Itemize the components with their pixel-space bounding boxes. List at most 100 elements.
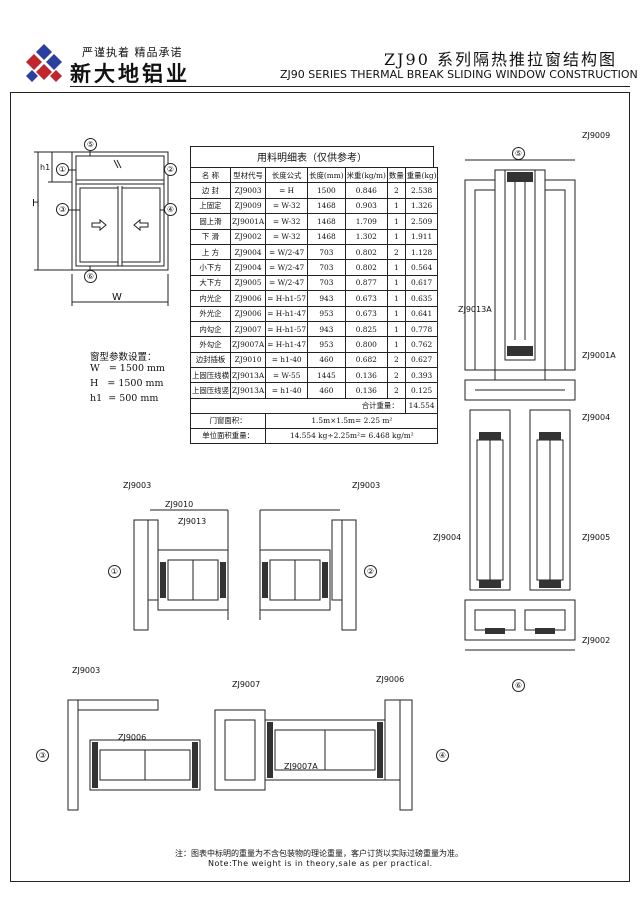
table-cell: 953 [307, 336, 346, 353]
company-name: 新大地铝业 [70, 61, 190, 86]
col-name: 名 称 [190, 166, 231, 184]
col-weight: 重量(kg) [404, 166, 439, 184]
table-cell: 460 [307, 382, 346, 399]
horizontal-section-top-drawing [133, 509, 357, 631]
unit-weight-value: 14.554 kg÷2.25m²= 6.468 kg/m² [265, 427, 439, 444]
table-cell: 0.802 [344, 243, 388, 261]
material-table: 用料明细表（仅供参考） 名 称 型材代号 长度公式 长度(mm) 米重(kg/m… [189, 146, 439, 444]
area-value: 1.5m×1.5m= 2.25 m² [265, 412, 439, 429]
table-cell: 943 [307, 320, 346, 338]
material-table-title: 用料明细表（仅供参考） [190, 146, 434, 167]
section-marker-4: ④ [164, 203, 177, 216]
table-cell: 1500 [307, 182, 346, 199]
section-marker-2: ② [164, 163, 177, 176]
table-cell: 内勾企 [190, 320, 231, 338]
table-cell: 0.673 [344, 290, 388, 307]
table-cell: 固上滑 [190, 213, 231, 230]
table-cell: 0.393 [404, 367, 439, 384]
label-zj9013a: ZJ9013A [458, 305, 492, 314]
table-cell: 大下方 [190, 274, 231, 292]
table-cell: ZJ9013A [229, 382, 267, 399]
table-cell: = W/2-47 [265, 259, 309, 276]
total-label: 合计重量： [190, 397, 406, 414]
table-cell: 小下方 [190, 259, 231, 276]
table-header-row: 名 称 型材代号 长度公式 长度(mm) 米重(kg/m) 数量 重量(kg) [190, 166, 439, 184]
table-cell: 2 [386, 182, 406, 199]
table-cell: 0.641 [404, 305, 439, 322]
table-cell: 2 [386, 367, 406, 384]
table-cell: = W/2-47 [265, 274, 309, 292]
label-zj9005: ZJ9005 [582, 533, 611, 542]
table-cell: = H-h1-57 [265, 320, 309, 338]
table-cell: 0.673 [344, 305, 388, 322]
table-cell: ZJ9003 [229, 182, 267, 199]
table-cell: 0.682 [344, 351, 388, 369]
dim-H-label: H [32, 198, 40, 209]
label-zj9009: ZJ9009 [582, 131, 611, 140]
table-cell: 1 [386, 305, 406, 322]
table-cell: 0.635 [404, 290, 439, 307]
table-cell: 0.125 [404, 382, 439, 399]
table-cell: 上固压线横 [190, 367, 231, 384]
table-cell: 0.846 [344, 182, 388, 199]
company-slogan: 严谨执着 精品承诺 [82, 46, 183, 59]
table-cell: 0.903 [344, 197, 388, 215]
weight-note-en: Note:The weight is in theory,sale as per… [208, 859, 433, 868]
table-cell: 1 [386, 213, 406, 230]
page-title-cn: ZJ90 系列隔热推拉窗结构图 [384, 50, 617, 69]
table-cell: 0.800 [344, 336, 388, 353]
table-cell: 1 [386, 197, 406, 215]
table-cell: 下 滑 [190, 228, 231, 245]
label-zj9002: ZJ9002 [582, 636, 611, 645]
company-logo [26, 44, 62, 82]
table-cell: 0.564 [404, 259, 439, 276]
table-cell: 1468 [307, 228, 346, 245]
table-cell: ZJ9005 [229, 274, 267, 292]
label-zj9004-left: ZJ9004 [433, 533, 462, 542]
col-unit-weight: 米重(kg/m) [344, 166, 388, 184]
table-cell: ZJ9006 [229, 305, 267, 322]
table-cell: 0.778 [404, 320, 439, 338]
table-cell: 1 [386, 290, 406, 307]
table-cell: ZJ9013A [229, 367, 267, 384]
window-elevation-drawing [34, 150, 176, 306]
dim-h1-label: h1 [40, 163, 51, 172]
table-cell: = W-55 [265, 367, 309, 384]
unit-weight-label: 单位面积重量： [189, 427, 267, 444]
table-cell: ZJ9002 [229, 228, 267, 245]
table-cell: = W-32 [265, 197, 309, 215]
table-cell: ZJ9001A [229, 213, 267, 230]
table-cell: ZJ9004 [229, 259, 267, 276]
table-cell: 1.326 [404, 197, 439, 215]
table-cell: ZJ9007 [229, 320, 267, 338]
header-rule [70, 86, 630, 87]
table-cell: 上固定 [190, 197, 231, 215]
table-cell: ZJ9007A [229, 336, 267, 353]
table-cell: 0.877 [344, 274, 388, 292]
table-cell: 0.617 [404, 274, 439, 292]
col-formula: 长度公式 [265, 166, 309, 184]
table-cell: 0.136 [344, 382, 388, 399]
table-cell: 703 [307, 243, 346, 261]
table-cell: 703 [307, 259, 346, 276]
dim-W-label: W [112, 292, 122, 303]
label-zj9007a: ZJ9007A [284, 762, 318, 771]
table-cell: 边 封 [190, 182, 231, 199]
table-cell: 460 [307, 351, 346, 369]
label-zj9010: ZJ9010 [165, 500, 194, 509]
table-cell: = H-h1-57 [265, 290, 309, 307]
table-cell: 2 [386, 243, 406, 261]
table-cell: ZJ9004 [229, 243, 267, 261]
table-cell: 0.627 [404, 351, 439, 369]
col-qty: 数量 [386, 166, 406, 184]
label-zj9004-right: ZJ9004 [582, 413, 611, 422]
table-cell: 1.302 [344, 228, 388, 245]
